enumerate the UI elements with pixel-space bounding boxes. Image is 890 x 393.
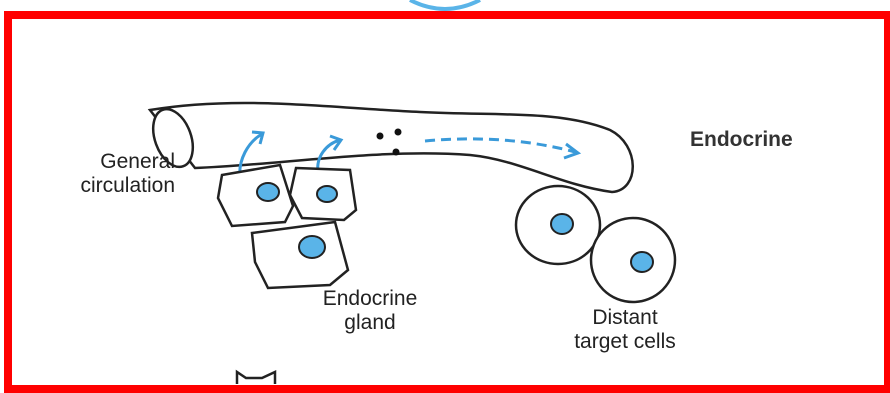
diagram-title: Endocrine <box>690 128 793 152</box>
label-line: target cells <box>545 330 705 354</box>
label-line: General <box>30 150 175 174</box>
label-line: circulation <box>30 174 175 198</box>
highlight-frame <box>4 11 890 393</box>
label-line: Distant <box>545 306 705 330</box>
top-ring-fragment <box>410 0 480 9</box>
label-line: Endocrine <box>300 287 440 311</box>
label-line: gland <box>300 311 440 335</box>
label-endocrine-gland: Endocrine gland <box>300 287 440 335</box>
label-distant-target-cells: Distant target cells <box>545 306 705 354</box>
label-general-circulation: General circulation <box>30 150 175 198</box>
